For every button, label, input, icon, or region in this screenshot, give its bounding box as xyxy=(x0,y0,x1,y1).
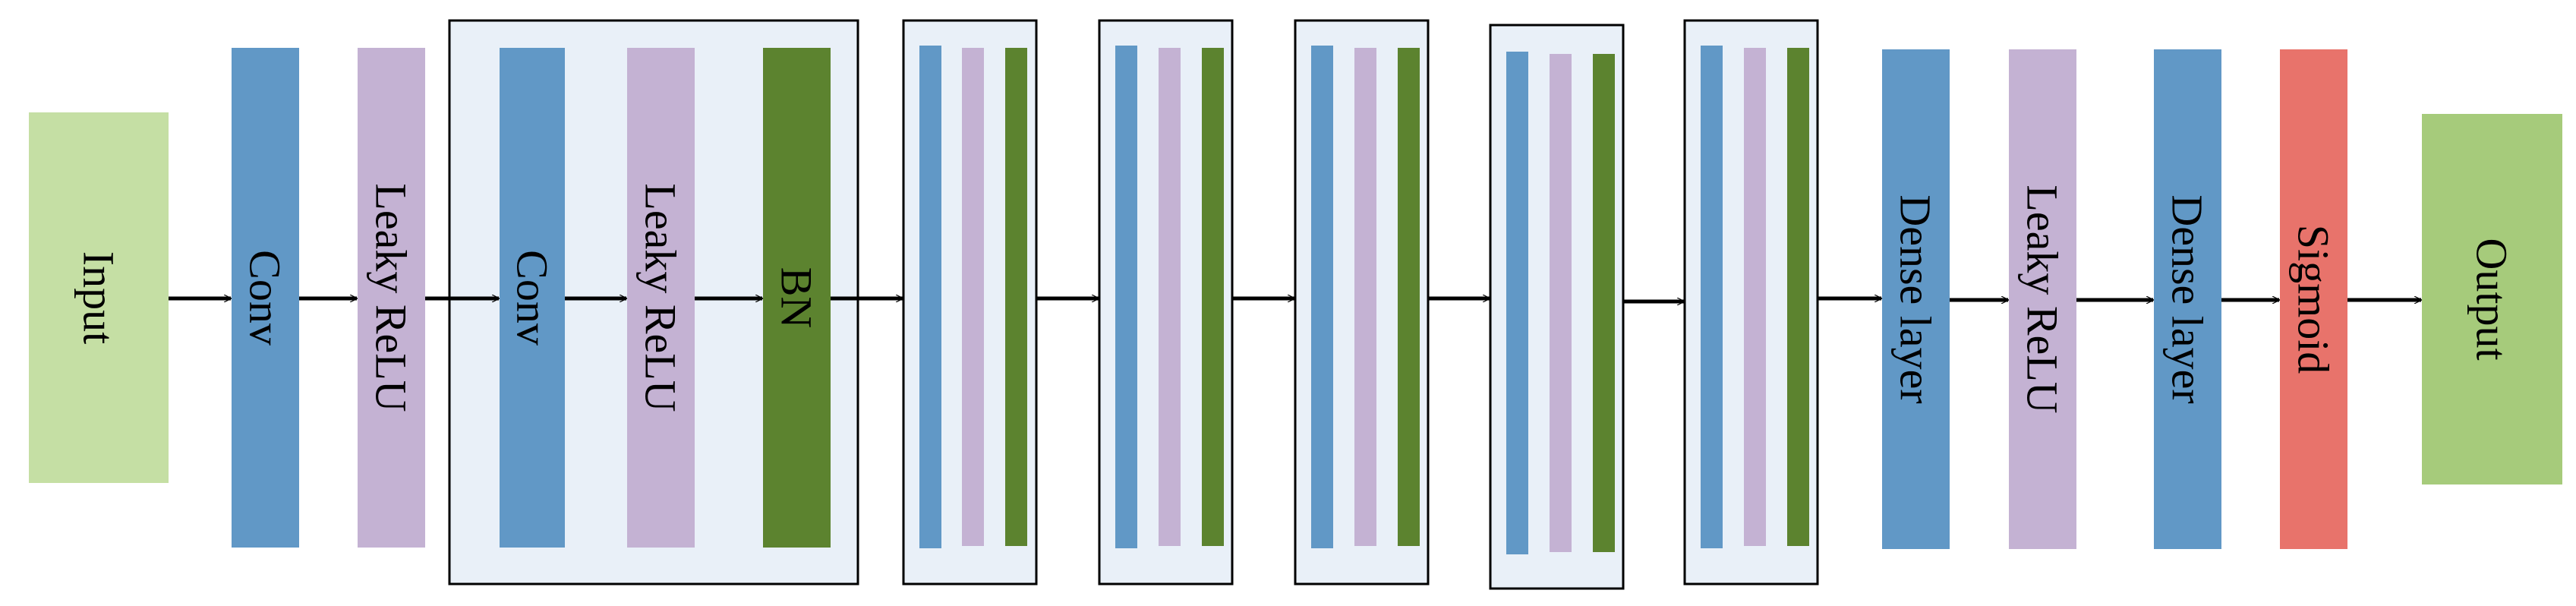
relu2-label: Leaky ReLU xyxy=(636,183,686,412)
relu1-label: Leaky ReLU xyxy=(367,183,416,412)
dense2-label: Dense layer xyxy=(2163,194,2212,403)
output-box xyxy=(2422,114,2562,484)
block2-relu-bar xyxy=(1159,48,1181,546)
sigmoid-box xyxy=(2280,49,2347,549)
block3-relu-bar xyxy=(1354,48,1376,546)
dense1-label: Dense layer xyxy=(1891,194,1941,403)
block1-relu-bar xyxy=(962,48,984,546)
relu2-box xyxy=(627,48,695,548)
input-label: Input xyxy=(74,251,124,344)
conv1-label: Conv xyxy=(241,250,290,346)
block5-conv-bar xyxy=(1701,46,1723,548)
dense2-box xyxy=(2154,49,2221,549)
input-box xyxy=(29,112,169,483)
relu3-label: Leaky ReLU xyxy=(2018,185,2067,413)
block3-bn-bar xyxy=(1398,48,1420,546)
sigmoid-label: Sigmoid xyxy=(2289,225,2338,374)
conv2-label: Conv xyxy=(508,250,557,346)
block4-bn-bar xyxy=(1593,54,1615,552)
block1-conv-bar xyxy=(919,46,941,548)
relu1-box xyxy=(358,48,425,548)
block2-conv-bar xyxy=(1115,46,1137,548)
block3-conv-bar xyxy=(1311,46,1333,548)
dense1-box xyxy=(1882,49,1950,549)
block5-relu-bar xyxy=(1744,48,1766,546)
bn-label: BN xyxy=(772,267,821,329)
conv1-box xyxy=(232,48,299,548)
block5-bn-bar xyxy=(1787,48,1809,546)
block4-relu-bar xyxy=(1550,54,1572,552)
block1-bn-bar xyxy=(1005,48,1027,546)
bn-box xyxy=(763,48,831,548)
relu3-box xyxy=(2009,49,2076,549)
block2-bn-bar xyxy=(1202,48,1224,546)
arrows xyxy=(169,298,2421,301)
conv2-box xyxy=(500,48,565,548)
output-label: Output xyxy=(2467,238,2517,360)
block4-conv-bar xyxy=(1506,52,1528,554)
